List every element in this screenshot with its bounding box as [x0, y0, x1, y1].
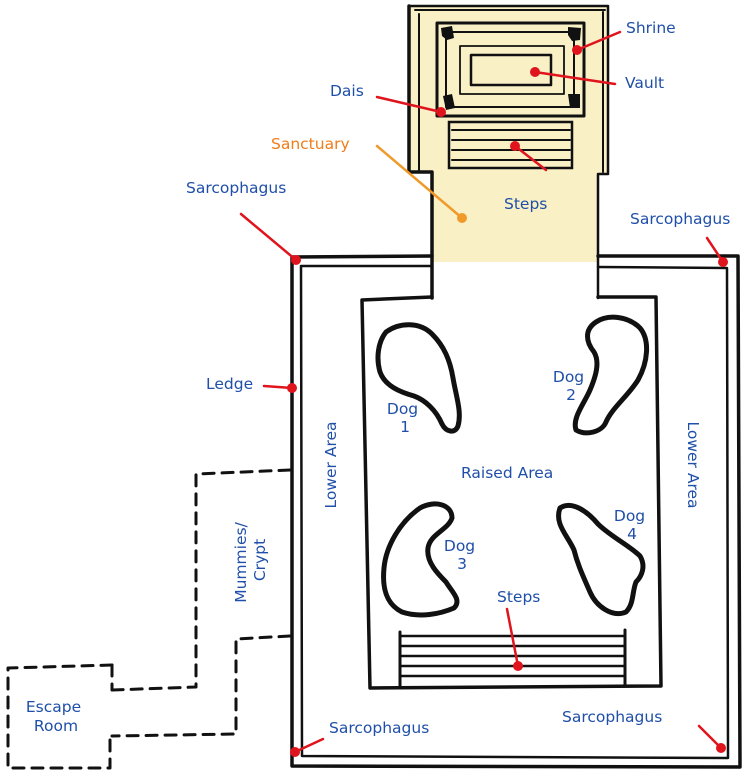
crypt-passage	[6, 468, 292, 770]
label-lower-area-right: Lower Area	[684, 421, 702, 508]
label-sarcophagus-bottom-left: Sarcophagus	[329, 719, 429, 737]
label-sarcophagus-bottom-right: Sarcophagus	[562, 708, 662, 726]
label-sarcophagus-top-left: Sarcophagus	[186, 179, 286, 197]
label-dog-1: Dog 1	[387, 400, 423, 436]
label-dais: Dais	[330, 82, 364, 100]
label-sarcophagus-top-right: Sarcophagus	[630, 210, 730, 228]
label-dog-4: Dog 4	[614, 507, 650, 543]
label-mummies-crypt: Mummies/ Crypt	[232, 517, 269, 602]
outer-walls	[290, 254, 742, 769]
shrine	[435, 21, 586, 118]
sanctuary-pointer	[375, 144, 467, 223]
label-raised-area: Raised Area	[461, 464, 553, 482]
dog-1-statue	[375, 322, 462, 434]
pointer-dots	[287, 45, 728, 757]
label-steps-bottom: Steps	[497, 588, 540, 606]
sanctuary-area	[409, 5, 609, 262]
raised-platform	[360, 295, 663, 690]
label-escape-room: Escape Room	[26, 698, 86, 735]
dais-corners	[441, 26, 581, 110]
dog-statues	[375, 314, 649, 618]
dog-2-statue	[572, 314, 649, 436]
label-shrine: Shrine	[626, 19, 676, 37]
label-lower-area-left: Lower Area	[322, 421, 340, 508]
label-ledge: Ledge	[206, 375, 253, 393]
dog-3-statue	[381, 501, 460, 618]
label-vault: Vault	[625, 74, 664, 92]
dog-4-statue	[556, 502, 646, 616]
label-dog-2: Dog 2	[553, 368, 589, 404]
label-sanctuary: Sanctuary	[271, 135, 350, 153]
label-dog-3: Dog 3	[444, 537, 480, 573]
map-labels: Shrine Vault Dais Sanctuary Steps Sarcop…	[26, 19, 730, 737]
label-steps-top: Steps	[504, 195, 547, 213]
pointer-lines	[239, 30, 725, 754]
steps-top	[447, 120, 574, 170]
